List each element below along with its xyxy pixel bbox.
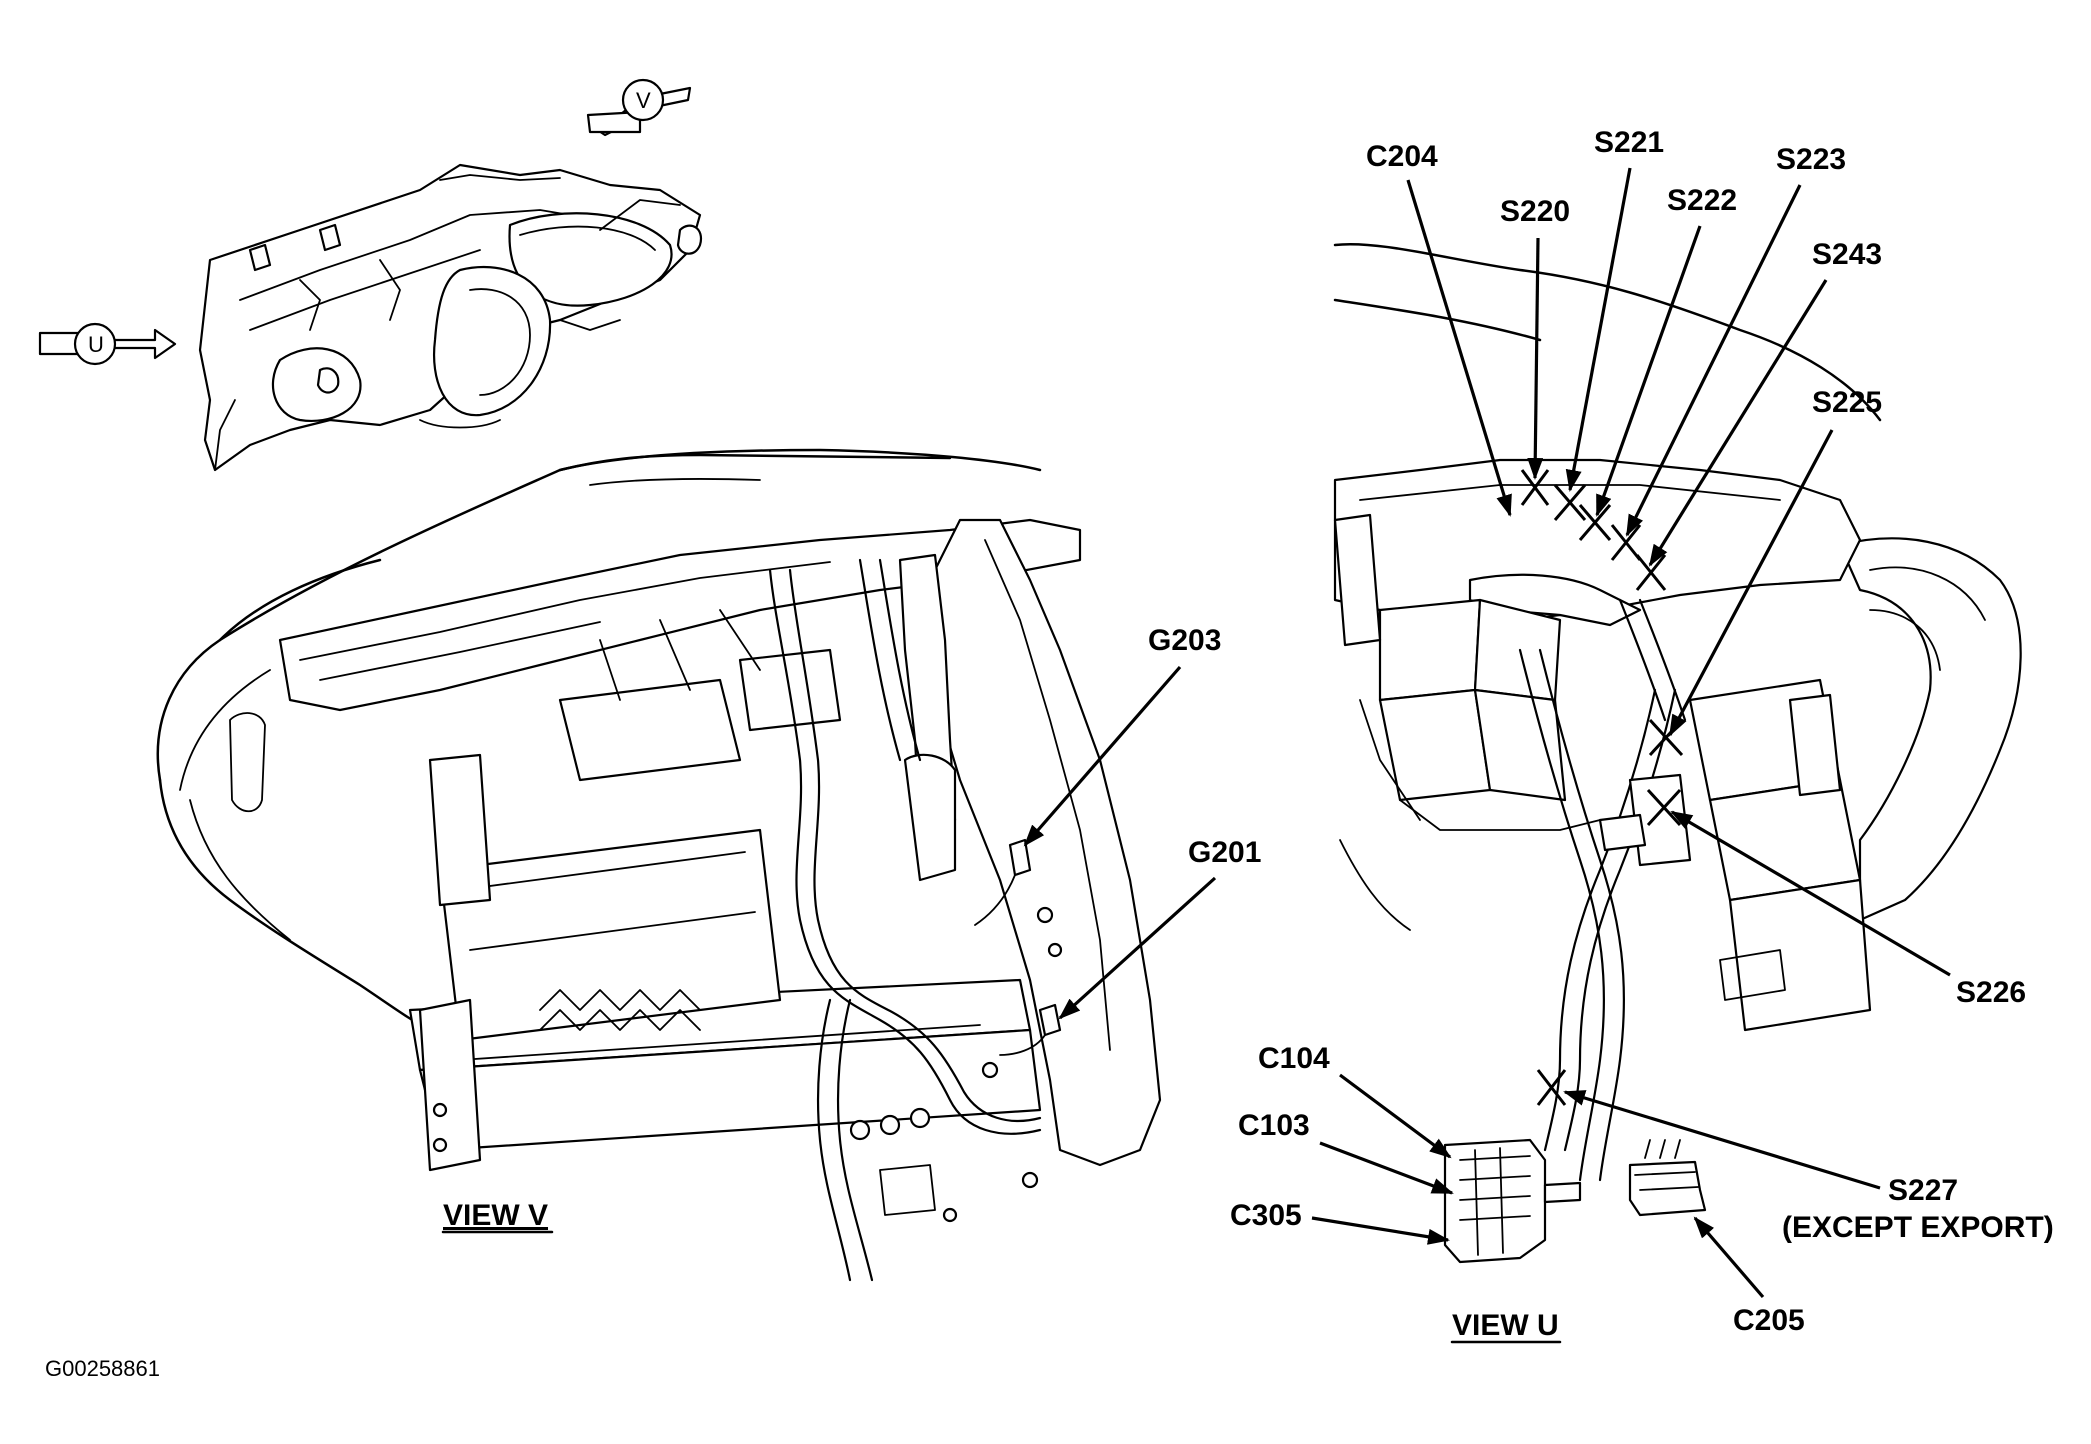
s243-callout: S243 — [1648, 238, 1882, 567]
c305-callout: C305 — [1230, 1199, 1450, 1245]
view-v-caption: VIEW V — [443, 1199, 548, 1232]
c205-callout: C205 — [1693, 1216, 1805, 1337]
c305-label: C305 — [1230, 1199, 1302, 1232]
s222-label: S222 — [1667, 184, 1737, 217]
s221-label: S221 — [1594, 126, 1664, 159]
g201-callout: G201 — [1058, 836, 1261, 1020]
s221-callout: S221 — [1565, 126, 1664, 492]
s220-label: S220 — [1500, 195, 1570, 228]
s223-callout: S223 — [1625, 143, 1846, 537]
s227-callout: S227 (EXCEPT EXPORT) — [1563, 1090, 2054, 1244]
s223-label: S223 — [1776, 143, 1846, 176]
view-u-arrow: U — [38, 322, 177, 366]
s225-label: S225 — [1812, 386, 1882, 419]
c103-callout: C103 — [1238, 1109, 1454, 1195]
view-v-arrow: V — [586, 78, 692, 137]
s243-label: S243 — [1812, 238, 1882, 271]
s226-label: S226 — [1956, 976, 2026, 1009]
c104-callout: C104 — [1258, 1042, 1452, 1159]
c204-callout: C204 — [1366, 140, 1512, 517]
view-v-illustration — [156, 448, 1162, 1282]
c103-label: C103 — [1238, 1109, 1310, 1142]
overview-instrument-panel — [198, 163, 703, 472]
g203-label: G203 — [1148, 624, 1221, 657]
figure-id: G00258861 — [45, 1356, 160, 1381]
c104-label: C104 — [1258, 1042, 1330, 1075]
view-u-arrow-letter: U — [88, 332, 104, 357]
view-v-arrow-letter: V — [636, 88, 651, 113]
view-u-illustration — [1333, 243, 2022, 1264]
s225-callout: S225 — [1668, 386, 1882, 737]
g201-label: G201 — [1188, 836, 1261, 869]
c204-label: C204 — [1366, 140, 1438, 173]
s222-callout: S222 — [1595, 184, 1737, 517]
s226-callout: S226 — [1670, 810, 2026, 1009]
s227-label: S227 — [1888, 1174, 1958, 1207]
s220-callout: S220 — [1500, 195, 1570, 480]
s227-note: (EXCEPT EXPORT) — [1782, 1211, 2054, 1244]
g203-callout: G203 — [1023, 624, 1221, 847]
c205-label: C205 — [1733, 1304, 1805, 1337]
view-u-caption: VIEW U — [1452, 1309, 1559, 1342]
